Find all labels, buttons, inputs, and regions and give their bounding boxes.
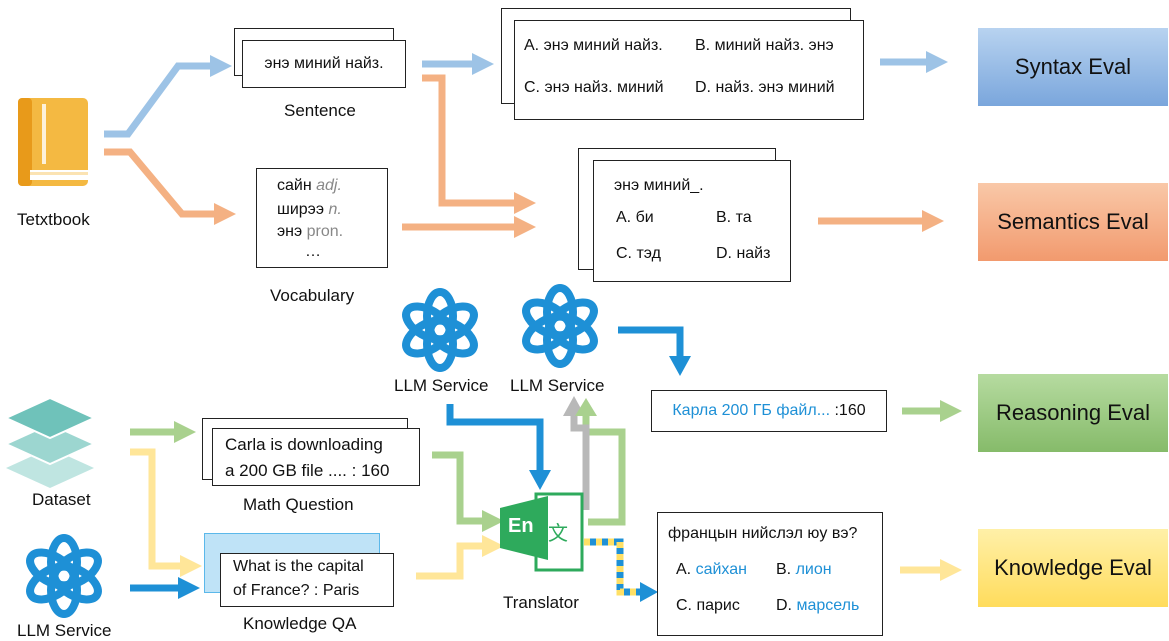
reasoning-card: Карла 200 ГБ файл... :160 [651,390,887,432]
semantics-option-b: B. та [716,209,752,226]
knowledge-option-b: B. лион [776,561,832,578]
reasoning-eval-box-bg [978,374,1168,452]
translator-back-arrow [570,412,590,510]
semantics-eval-box: Semantics Eval [978,183,1168,261]
llm-service-label-3: LLM Service [17,621,112,640]
knowledge-qa-card: What is the capital of France? : Paris [220,553,394,607]
llm-service-label-2: LLM Service [510,376,605,395]
knowledge-eval-box: Knowledge Eval [978,529,1168,607]
vocab-line-1: сайн adj. [277,177,342,194]
math-line-2: a 200 GB file .... : 160 [225,461,390,480]
llm-icon-2 [522,284,598,368]
knowledge-option-c: C. парис [676,597,740,614]
translator-icon [500,492,584,572]
syntax-card: A. энэ миний найз. B. миний найз. энэ C.… [514,20,864,120]
knowledge-choice-card: францын нийслэл юу вэ? A. сайхан B. лион… [657,512,883,636]
textbook-label: Tetxtbook [17,210,90,229]
syntax-eval-label: Syntax Eval [1014,54,1132,79]
translator-icon-en: En [508,515,534,537]
reasoning-text-translated: Карла 200 ГБ файл... [672,402,831,419]
reasoning-eval-box: Reasoning Eval [978,374,1168,452]
knowledge-eval-box-bg [978,529,1168,607]
syntax-option-d: D. найз. энэ миний [695,79,835,96]
syntax-eval-box-bg [978,28,1168,106]
knowledge-line-1: What is the capital [233,558,364,575]
semantics-option-c: C. тэд [616,245,661,262]
textbook-icon [18,98,88,186]
knowledge-option-d: D. марсель [776,597,860,614]
math-line-1: Carla is downloading [225,435,383,454]
knowledge-question: францын нийслэл юу вэ? [668,525,858,542]
dataset-label: Dataset [32,490,91,509]
semantics-option-a: A. би [616,209,654,226]
semantics-eval-box-bg [978,183,1168,261]
semantics-eval-label: Semantics Eval [997,209,1149,234]
vocab-line-3: энэ pron. [277,223,344,240]
sentence-text: энэ миний найз. [264,55,384,72]
syntax-eval-box: Syntax Eval [978,28,1168,106]
math-question-label: Math Question [243,495,354,514]
translator-label: Translator [503,593,579,612]
math-card: Carla is downloading a 200 GB file .... … [212,428,420,486]
knowledge-qa-label: Knowledge QA [243,614,357,633]
syntax-option-a: A. энэ миний найз. [524,37,663,54]
llm-icon-1 [402,288,478,372]
vocabulary-card: сайн adj. ширээ n. энэ pron. … [256,168,388,268]
reasoning-eval-label: Reasoning Eval [995,400,1151,425]
semantics-arrows [104,74,926,231]
vocab-ellipsis: … [305,243,321,260]
sentence-label: Sentence [284,101,356,120]
sentence-card: энэ миний найз. [242,40,406,88]
vocab-line-2: ширээ n. [277,201,342,218]
syntax-option-b: B. миний найз. энэ [695,37,834,54]
semantics-option-d: D. найз [716,245,771,262]
translator-to-knowledge-arrow [584,538,658,602]
llm-icon-3 [26,534,102,618]
translator-icon-zh: 文 [548,523,568,545]
llm-service-label-1: LLM Service [394,376,489,395]
reasoning-text-answer: :160 [830,402,866,419]
dataset-icon [3,396,97,488]
knowledge-option-a: A. сайхан [676,561,747,578]
semantics-card: энэ миний_. A. би B. та C. тэд D. найз [593,160,791,282]
llm-arrows [130,326,684,592]
syntax-option-c: C. энэ найз. миний [524,79,664,96]
syntax-arrows [104,58,930,138]
vocabulary-label: Vocabulary [270,286,355,305]
semantics-question: энэ миний_. [614,177,704,194]
knowledge-line-2: of France? : Paris [233,582,360,599]
knowledge-eval-label: Knowledge Eval [994,555,1152,580]
